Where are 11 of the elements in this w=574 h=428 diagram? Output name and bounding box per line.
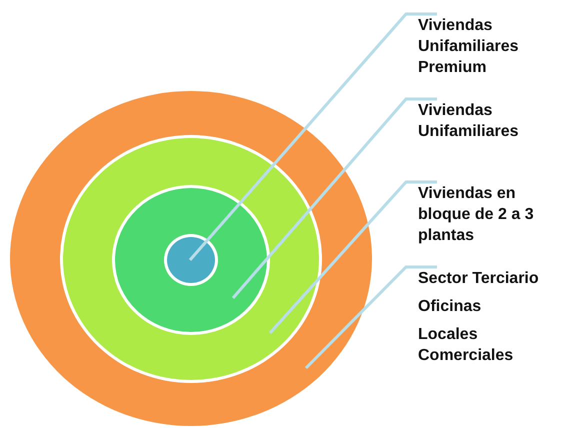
callout-text: Viviendas Unifamiliares Premium xyxy=(418,16,520,78)
callout-text: Oficinas xyxy=(418,297,482,317)
leader-line xyxy=(232,98,437,299)
callout-text: Sector Terciario xyxy=(418,269,540,289)
center-circle xyxy=(164,234,218,286)
leader-line xyxy=(188,12,437,261)
callout-text: Locales Comerciales xyxy=(418,325,514,366)
callout-text: Viviendas en bloque de 2 a 3 plantas xyxy=(418,184,535,246)
callout-text: Viviendas Unifamiliares xyxy=(418,101,520,142)
leader-line xyxy=(268,180,437,334)
leader-line xyxy=(304,266,437,370)
